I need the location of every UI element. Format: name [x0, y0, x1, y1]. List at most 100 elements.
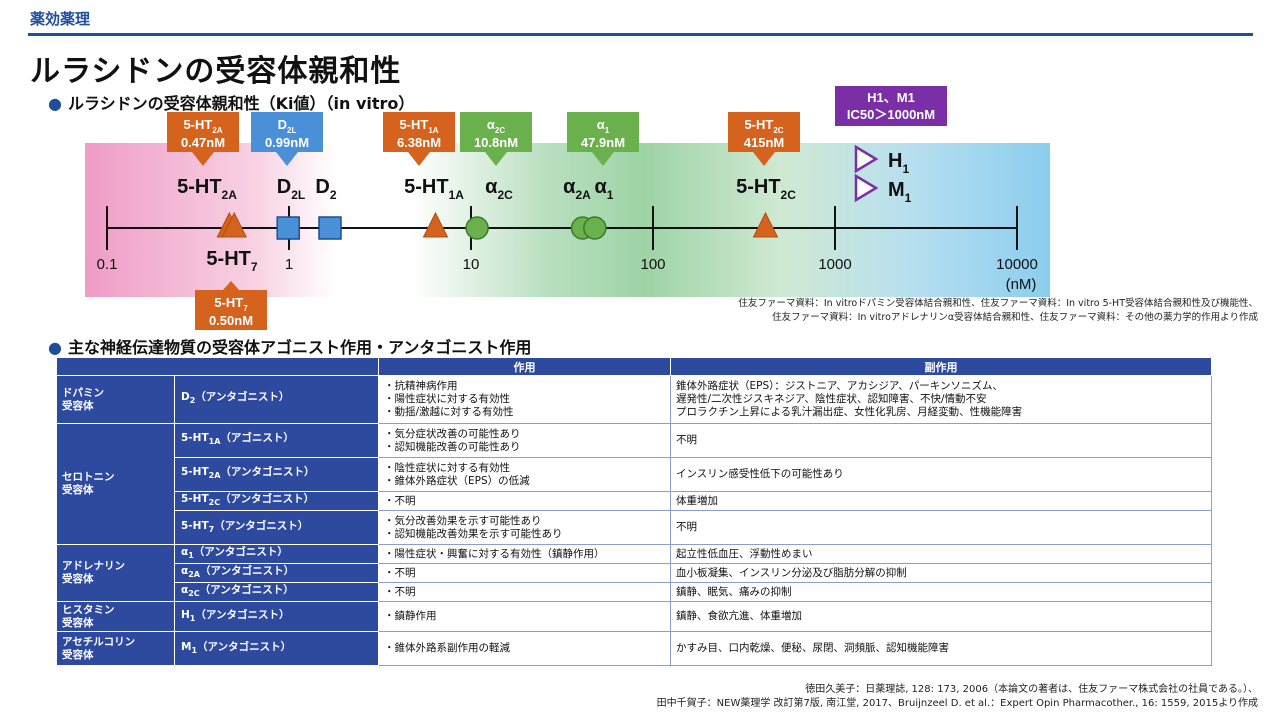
- callout-value: 10.8nM: [474, 135, 518, 150]
- receptor-group-label: 受容体: [62, 616, 94, 629]
- effect-text: ・気分改善効果を示す可能性あり: [384, 514, 542, 527]
- section2-text: 主な神経伝達物質の受容体アゴニスト作用・アンタゴニスト作用: [67, 338, 532, 357]
- side-effect-text: 不明: [676, 521, 697, 534]
- effect-text: ・鎮静作用: [384, 610, 437, 623]
- receptor-group-cell: セロトニン受容体: [56, 422, 175, 546]
- effect-cell: ・不明: [378, 582, 671, 603]
- callout-name: 5-HT7: [214, 295, 248, 313]
- subtype-subscript: 1A: [208, 437, 221, 447]
- reference-2: 徳田久美子：日薬理誌, 128: 173, 2006（本論文の著者は、住友ファー…: [657, 683, 1258, 711]
- receptor-group-label: アセチルコリン: [62, 635, 136, 648]
- axis-tick-label: 0.1: [97, 256, 118, 273]
- subtype-mode: （アンタゴニスト）: [220, 466, 315, 479]
- receptor-group-label: 受容体: [62, 573, 94, 586]
- effect-cell: ・不明: [378, 563, 671, 584]
- receptor-label: 5-HT2C: [736, 176, 796, 202]
- side-effect-text: 錐体外路症状（EPS）：ジストニア、アカシジア、パーキンソニズム、: [676, 380, 1003, 392]
- subtype-mode: （アンタゴニスト）: [197, 640, 292, 653]
- subtype-mode: （アンタゴニスト）: [214, 519, 309, 532]
- square-marker: [276, 216, 300, 240]
- purple-callout-line1: H1、M1: [867, 90, 915, 105]
- side-effect-cell: 不明: [670, 423, 1212, 458]
- receptor-group-label: 受容体: [62, 484, 94, 497]
- circle-marker: [465, 216, 489, 240]
- effect-text: ・認知機能改善効果を示す可能性あり: [384, 527, 563, 540]
- receptor-label: D2: [315, 176, 336, 202]
- callout-pointer: [192, 152, 214, 166]
- reference-1: 住友ファーマ資料：In vitroドパミン受容体結合親和性、住友ファーマ資料：I…: [738, 297, 1258, 325]
- effect-cell: ・抗精神病作用・陽性症状に対する有効性・動揺/激越に対する有効性: [378, 375, 671, 424]
- receptor-label: α2A: [563, 176, 591, 202]
- side-effect-cell: 血小板凝集、インスリン分泌及び脂肪分解の抑制: [670, 563, 1212, 584]
- receptor-subtype-cell: H1（アンタゴニスト）: [174, 601, 379, 633]
- subtype-name: α: [181, 584, 189, 597]
- subtype-name: 5-HT: [181, 519, 209, 532]
- square-marker: [318, 216, 342, 240]
- effect-text: ・気分症状改善の可能性あり: [384, 427, 521, 440]
- subtype-name: α: [181, 546, 189, 559]
- callout-pointer: [276, 152, 298, 166]
- side-effect-cell: インスリン感受性低下の可能性あり: [670, 457, 1212, 492]
- callout-value: 6.38nM: [397, 135, 441, 150]
- receptor-subtype-cell: α1（アンタゴニスト）: [174, 544, 379, 565]
- table-row: 5-HT2A（アンタゴニスト）・陰性症状に対する有効性・錐体外路症状（EPS）の…: [57, 457, 1212, 492]
- subtype-subscript: 2A: [188, 570, 200, 580]
- side-effect-cell: 不明: [670, 510, 1212, 546]
- circle-marker: [583, 216, 607, 240]
- side-effect-text: 遅発性/二次性ジスキネジア、陰性症状、認知障害、不快/情動不安: [676, 393, 987, 405]
- purple-open-triangle-icon: [854, 173, 879, 203]
- effect-text: ・認知機能改善の可能性あり: [384, 440, 521, 453]
- subtype-subscript: 2C: [188, 589, 200, 599]
- section1-text: ルラシドンの受容体親和性（Ki値）（in vitro）: [67, 94, 415, 113]
- receptor-label: 5-HT2A: [177, 176, 237, 202]
- table-header-row: 作用 副作用: [56, 357, 1212, 376]
- subtype-name: 5-HT: [181, 493, 209, 505]
- receptor-label: α1: [595, 176, 614, 202]
- receptor-group-label: ドパミン: [62, 386, 104, 399]
- reference-2-line2: 田中千賀子：NEW薬理学 改訂第7版, 南江堂, 2017、Bruijnzeel…: [656, 698, 1258, 709]
- side-effect-text: インスリン感受性低下の可能性あり: [676, 468, 844, 480]
- effect-text: ・動揺/激越に対する有効性: [384, 406, 514, 418]
- effect-cell: ・気分症状改善の可能性あり・認知機能改善の可能性あり: [378, 423, 671, 458]
- effect-text: ・錐体外路系副作用の軽減: [384, 642, 510, 655]
- callout-pointer: [592, 152, 614, 166]
- callout-box: [195, 290, 267, 330]
- receptor-group-cell: アセチルコリン受容体: [56, 631, 175, 667]
- reference-2-line1: 徳田久美子：日薬理誌, 128: 173, 2006（本論文の著者は、住友ファー…: [805, 684, 1258, 695]
- callout-pointer: [753, 152, 775, 166]
- receptor-subtype-cell: 5-HT7（アンタゴニスト）: [174, 510, 379, 546]
- side-effect-cell: 錐体外路症状（EPS）：ジストニア、アカシジア、パーキンソニズム、遅発性/二次性…: [670, 375, 1212, 424]
- side-effect-cell: 鎮静、眠気、痛みの抑制: [670, 582, 1212, 603]
- receptor-group-label: アドレナリン: [62, 560, 125, 573]
- triangle-marker: [221, 211, 248, 238]
- bullet-icon: ●: [48, 338, 62, 357]
- table-row: 5-HT7（アンタゴニスト）・気分改善効果を示す可能性あり・認知機能改善効果を示…: [57, 510, 1212, 546]
- purple-legend-label: H1: [888, 150, 909, 176]
- receptor-group-cell: ドパミン受容体: [56, 375, 175, 424]
- effect-cell: ・気分改善効果を示す可能性あり・認知機能改善効果を示す可能性あり: [378, 510, 671, 546]
- callout-value: 0.50nM: [209, 313, 253, 328]
- axis-tick-label: 1: [285, 256, 293, 273]
- page-title: ルラシドンの受容体親和性: [30, 54, 402, 89]
- subtype-mode: （アンタゴニスト）: [195, 391, 290, 404]
- callout-name: D2L: [278, 117, 297, 135]
- callout-pointer: [223, 281, 239, 290]
- receptor-subtype-cell: D2（アンタゴニスト）: [174, 375, 379, 424]
- subtype-name: D: [181, 391, 190, 404]
- receptor-subtype-cell: 5-HT1A（アゴニスト）: [174, 423, 379, 458]
- callout-box: [728, 112, 800, 152]
- effect-cell: ・不明: [378, 490, 671, 512]
- subtype-mode: （アンタゴニスト）: [195, 608, 290, 621]
- axis-tick-label: 10: [463, 256, 480, 273]
- axis-unit-label: (nM): [1006, 276, 1037, 293]
